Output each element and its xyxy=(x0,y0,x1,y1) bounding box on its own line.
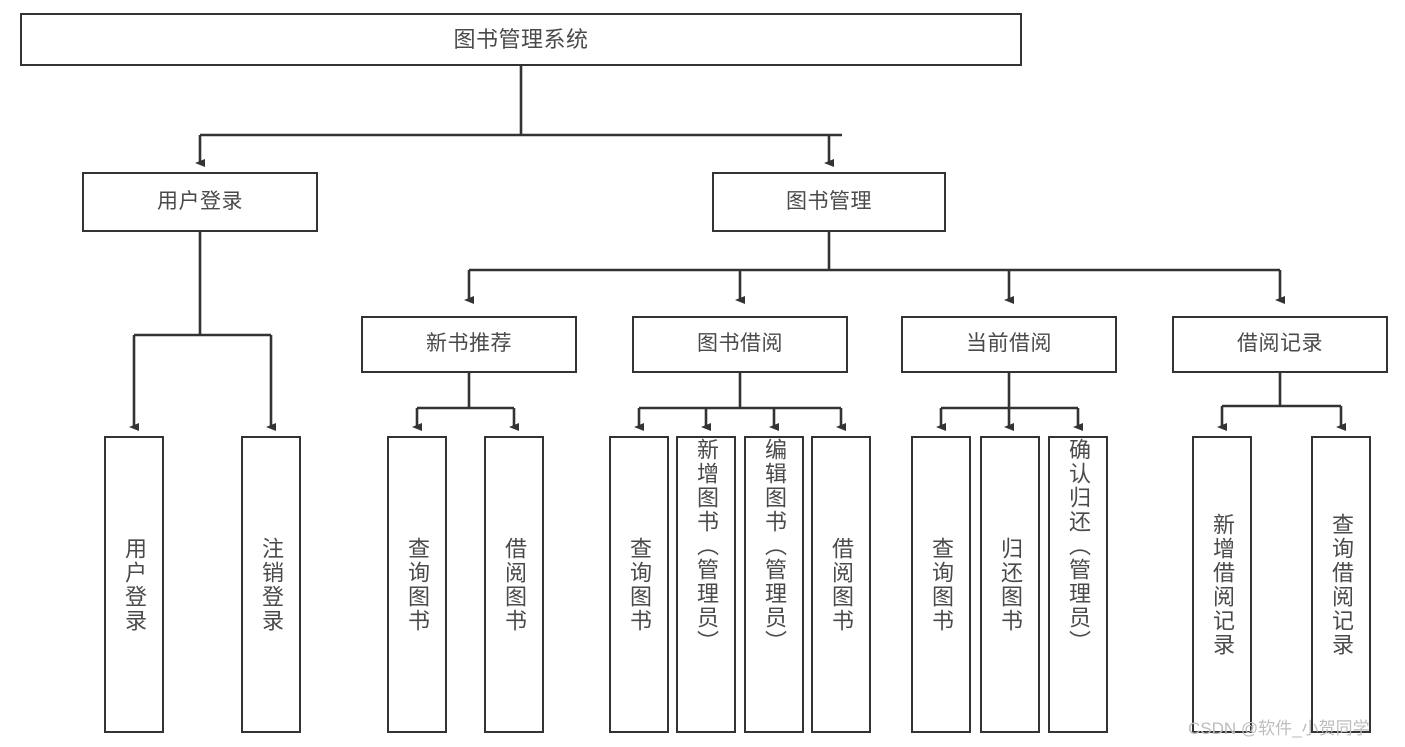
leaf-borrow-book[interactable]: 借阅图书 xyxy=(811,436,871,733)
node-label: 新书推荐 xyxy=(426,332,512,356)
leaf-query-book-current[interactable]: 查询图书 xyxy=(911,436,971,733)
leaf-user-logout[interactable]: 注销登录 xyxy=(241,436,301,733)
leaf-confirm-return-admin[interactable]: 确认归还（管理员） xyxy=(1048,436,1108,733)
node-new-book-recommend[interactable]: 新书推荐 xyxy=(361,316,577,373)
leaf-edit-book-admin[interactable]: 编辑图书（管理员） xyxy=(744,436,804,733)
leaf-user-login[interactable]: 用户登录 xyxy=(104,436,164,733)
node-label: 图书管理系统 xyxy=(453,26,589,52)
leaf-query-book-recommend[interactable]: 查询图书 xyxy=(387,436,447,733)
node-label: 确认归还（管理员） xyxy=(1065,438,1091,654)
node-book-management[interactable]: 图书管理 xyxy=(712,172,946,232)
node-label: 新增图书（管理员） xyxy=(693,438,719,654)
node-label: 新增借阅记录 xyxy=(1209,512,1235,657)
node-label: 图书管理 xyxy=(786,189,872,213)
leaf-add-book-admin[interactable]: 新增图书（管理员） xyxy=(676,436,736,733)
node-label: 查询借阅记录 xyxy=(1328,512,1354,657)
node-label: 查询图书 xyxy=(626,536,652,633)
node-label: 注销登录 xyxy=(258,536,284,633)
node-label: 借阅图书 xyxy=(501,536,527,633)
node-label: 编辑图书（管理员） xyxy=(761,438,787,654)
node-label: 当前借阅 xyxy=(966,332,1052,356)
leaf-query-borrow-record[interactable]: 查询借阅记录 xyxy=(1311,436,1371,733)
leaf-borrow-book-recommend[interactable]: 借阅图书 xyxy=(484,436,544,733)
node-label: 用户登录 xyxy=(121,536,147,633)
node-current-borrow[interactable]: 当前借阅 xyxy=(901,316,1117,373)
leaf-add-borrow-record[interactable]: 新增借阅记录 xyxy=(1192,436,1252,733)
node-label: 图书借阅 xyxy=(697,332,783,356)
node-user-login[interactable]: 用户登录 xyxy=(82,172,318,232)
node-label: 归还图书 xyxy=(997,536,1023,633)
leaf-return-book[interactable]: 归还图书 xyxy=(980,436,1040,733)
node-label: 查询图书 xyxy=(404,536,430,633)
node-borrow-record[interactable]: 借阅记录 xyxy=(1172,316,1388,373)
node-label: 查询图书 xyxy=(928,536,954,633)
node-label: 用户登录 xyxy=(157,189,243,213)
node-label: 借阅记录 xyxy=(1237,332,1323,356)
node-root-system[interactable]: 图书管理系统 xyxy=(20,13,1022,66)
node-label: 借阅图书 xyxy=(828,536,854,633)
watermark-text: CSDN @软件_小贺同学 xyxy=(1188,719,1370,738)
node-book-borrow[interactable]: 图书借阅 xyxy=(632,316,848,373)
leaf-query-book-borrow[interactable]: 查询图书 xyxy=(609,436,669,733)
